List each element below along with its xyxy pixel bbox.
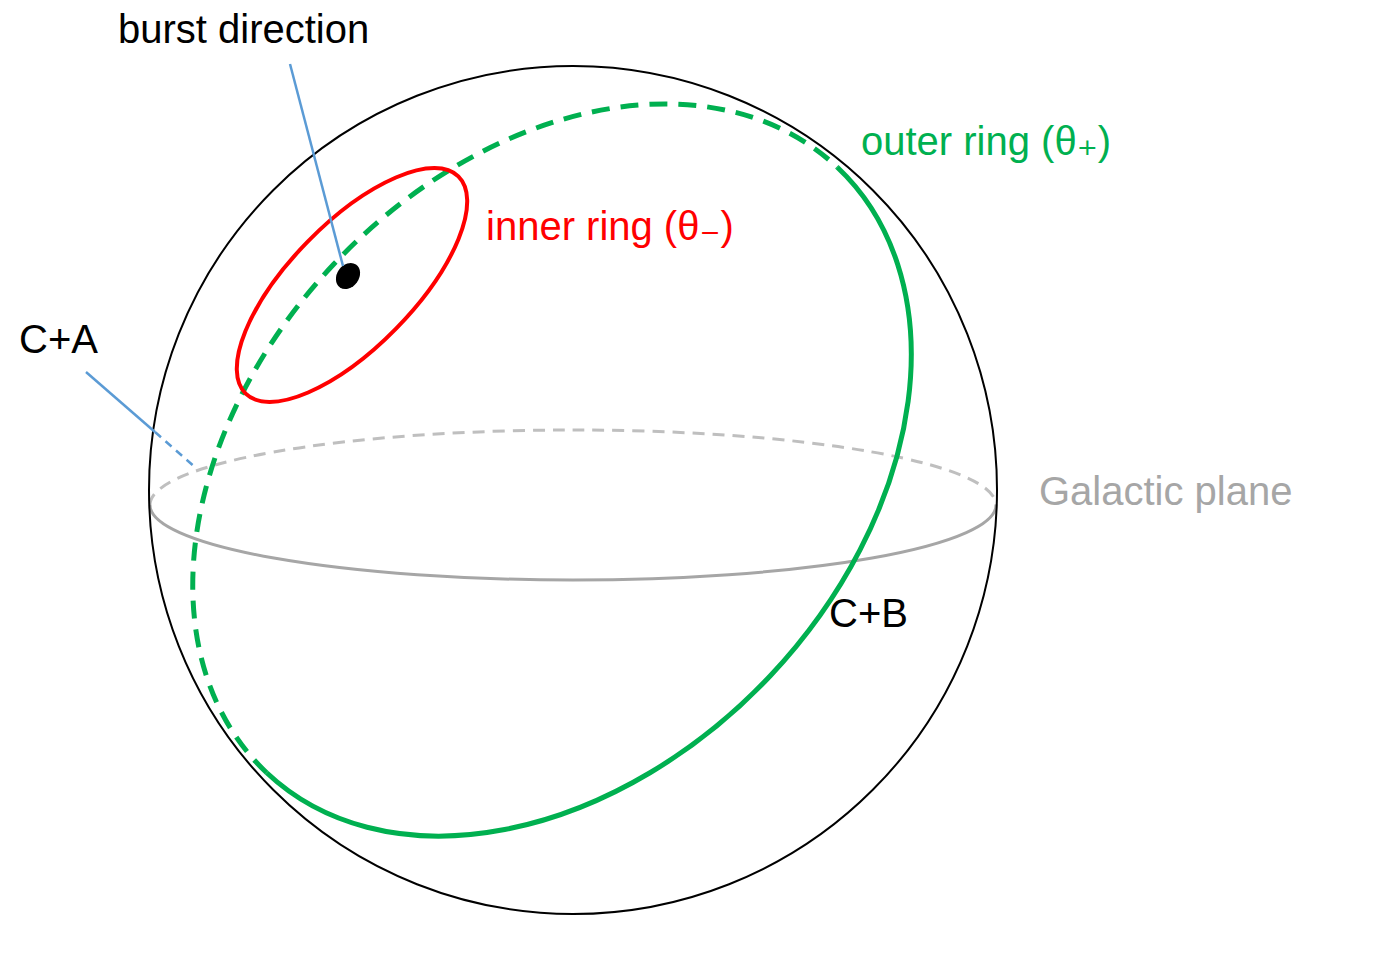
burst-dot [331,258,365,294]
inner-ring [201,133,502,437]
leader-line [290,64,343,266]
ring-label: outer ring (θ₊) [858,118,1114,164]
outer-ring-front [267,167,1056,953]
point-label: C+B [826,590,911,636]
plane-label: Galactic plane [1036,468,1295,514]
leader-line [155,432,196,468]
outer-ring-back [48,0,837,773]
leader-line [86,372,155,432]
sphere-outline [149,66,997,914]
pointer-label: burst direction [115,6,372,52]
galactic-plane-back [150,430,996,505]
point-label: C+A [16,316,101,362]
galactic-plane-front [150,505,996,580]
ring-label: inner ring (θ₋) [483,203,737,249]
